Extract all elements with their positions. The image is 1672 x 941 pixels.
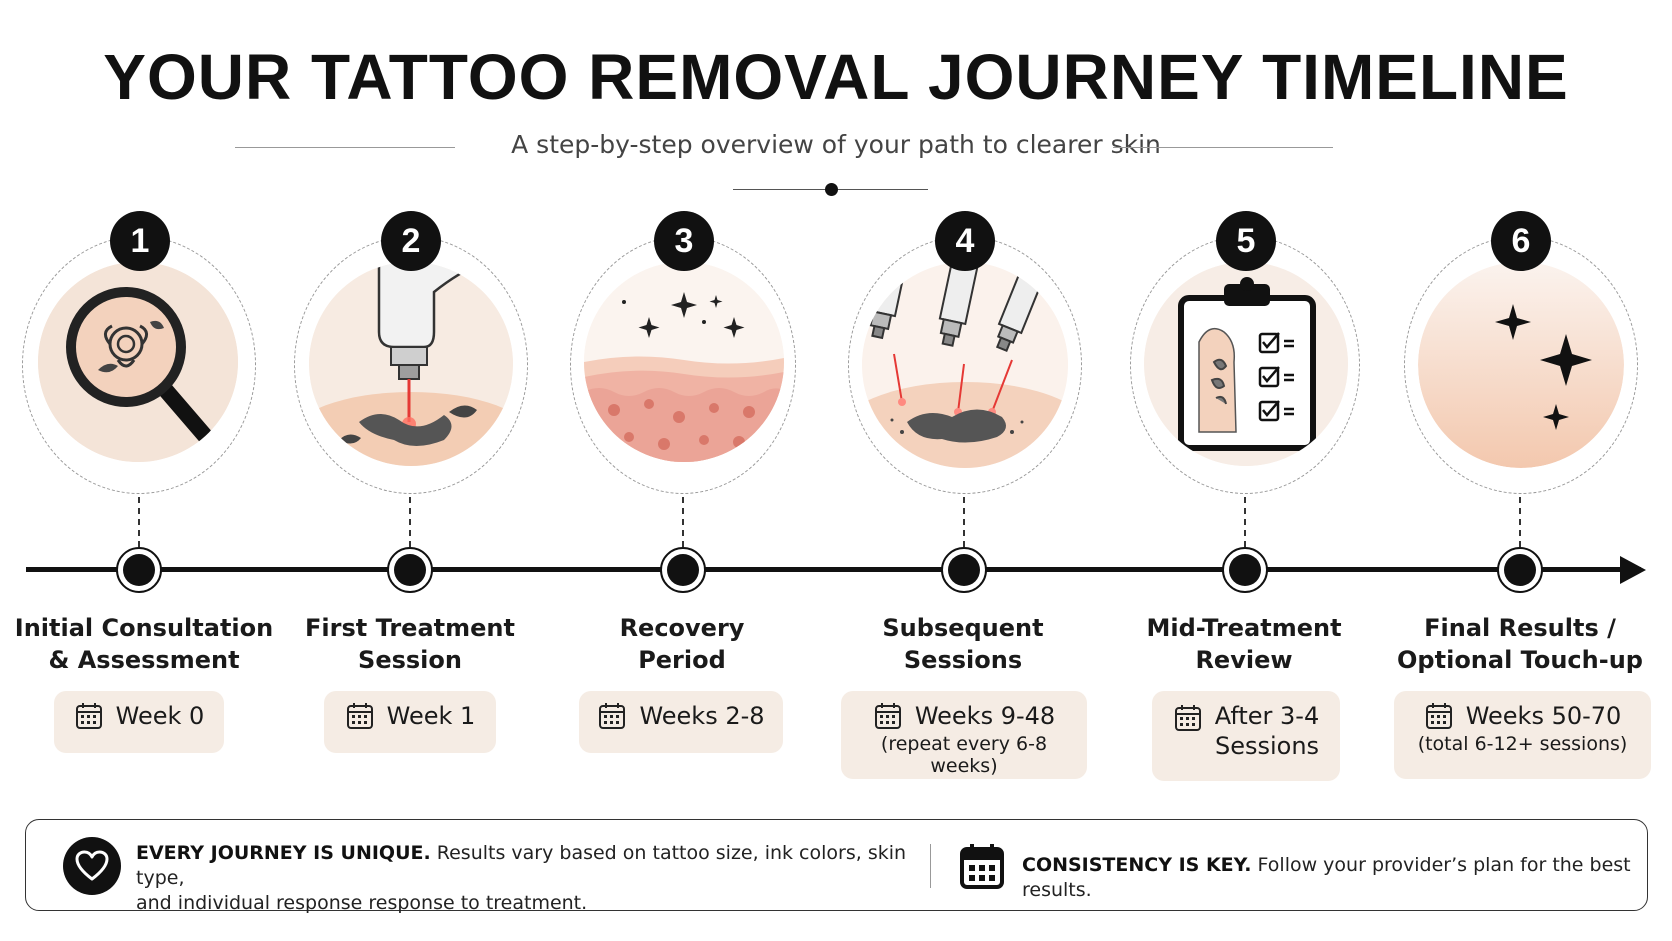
timing-pill: Weeks 9-48 (repeat every 6-8 weeks) [841,691,1087,779]
step-number: 6 [1491,211,1551,271]
step-connector [682,497,684,547]
step-title: Initial Consultation& Assessment [14,614,274,674]
timing-pill: After 3-4 Sessions [1152,691,1340,781]
timing-label: Weeks 50-70 [1465,702,1622,730]
timeline-node [1222,547,1268,593]
timeline-node [1497,547,1543,593]
step-connector [1244,497,1246,547]
timing-label: After 3-4 [1214,702,1320,730]
calendar-icon [597,701,627,731]
step-connector [1519,497,1521,547]
timeline-node [660,547,706,593]
multi-laser-icon [862,262,1068,468]
timing-label: Weeks 2-8 [639,702,765,730]
calendar-icon [873,701,903,731]
laser-handpiece-icon [309,262,513,466]
footer-consistency-heading: CONSISTENCY IS KEY. [1022,854,1252,876]
timing-note: (repeat every 6-8 weeks) [880,733,1048,777]
timeline-node [387,547,433,593]
clipboard-checklist-icon [1144,262,1348,466]
step-number: 1 [110,211,170,271]
step-number: 4 [935,211,995,271]
footer-divider [930,844,931,888]
footer-note-box: EVERY JOURNEY IS UNIQUE. Results vary ba… [25,819,1648,914]
timing-label: Week 0 [115,702,205,730]
timeline-arrow-icon [1620,556,1646,584]
step-number: 2 [381,211,441,271]
timing-pill: Week 1 [324,691,496,753]
timing-label: Week 1 [386,702,476,730]
calendar-icon [74,701,104,731]
page-subtitle: A step-by-step overview of your path to … [511,130,1161,159]
step-number: 3 [654,211,714,271]
step-number: 5 [1216,211,1276,271]
calendar-icon [1173,703,1203,733]
footer-consistency-note: CONSISTENCY IS KEY. Follow your provider… [1022,854,1631,901]
sparkle-skin-icon [1418,262,1624,468]
calendar-icon [959,842,1005,894]
calendar-icon [1424,701,1454,731]
timing-note: (total 6-12+ sessions) [1417,733,1628,755]
magnifier-icon [38,262,238,462]
heart-icon [63,837,121,895]
timeline-node [116,547,162,593]
page-title: YOUR TATTOO REMOVAL JOURNEY TIMELINE [103,41,1569,113]
step-connector [963,497,965,547]
timing-pill: Weeks 2-8 [579,691,783,753]
calendar-icon [345,701,375,731]
step-connector [409,497,411,547]
step-title: Final Results /Optional Touch-up [1397,614,1643,674]
timing-pill: Week 0 [54,691,224,753]
timing-label-line2: Sessions [1214,732,1320,760]
subtitle-rule-right [1113,147,1333,148]
timing-pill: Weeks 50-70 (total 6-12+ sessions) [1394,691,1651,779]
timeline-node [941,547,987,593]
timeline-axis [26,567,1641,572]
skin-layers-icon [584,262,784,462]
divider-dot [825,183,838,196]
step-connector [138,497,140,547]
timing-label: Weeks 9-48 [914,702,1056,730]
footer-unique-heading: EVERY JOURNEY IS UNIQUE. [136,842,431,864]
footer-unique-note: EVERY JOURNEY IS UNIQUE. Results vary ba… [136,842,907,914]
subtitle-rule-left [235,147,455,148]
